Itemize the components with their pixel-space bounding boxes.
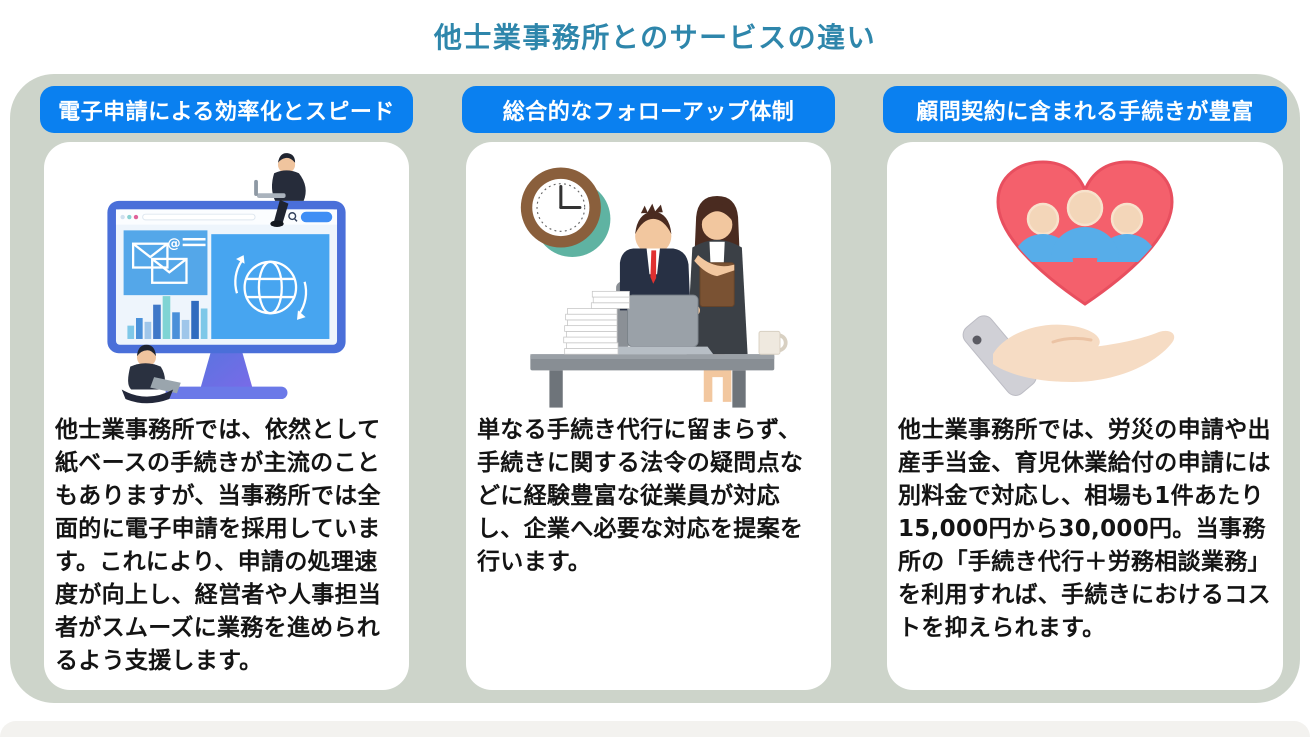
desk	[530, 354, 775, 408]
computer-monitor-illustration: @	[107, 153, 346, 404]
service-card-followup: 総合的なフォローアップ体制	[462, 86, 835, 690]
monitor-icon: @	[107, 200, 346, 354]
globe-sync-icon	[234, 260, 308, 315]
card-description: 他士業事務所では、労災の申請や出産手当金、育児休業給付の申請には別料金で対応し、…	[898, 417, 1271, 641]
card-header-chip: 顧問契約に含まれる手続きが豊富	[883, 86, 1287, 133]
advisory-illustration	[898, 142, 1272, 414]
heart-icon	[996, 160, 1174, 306]
monitor-stand	[199, 350, 254, 391]
card-body: 他士業事務所では、労災の申請や出産手当金、育児休業給付の申請には別料金で対応し、…	[887, 142, 1283, 690]
electronic-application-illustration: @	[55, 142, 398, 414]
globe-panel	[211, 234, 330, 339]
envelope-icon	[131, 242, 188, 284]
hand-heart-illustration	[962, 160, 1175, 396]
bottom-section-edge	[0, 721, 1310, 737]
card-body: @	[44, 142, 409, 690]
service-card-advisory-contract: 顧問契約に含まれる手続きが豊富	[883, 86, 1287, 690]
office-workers-illustration	[520, 167, 788, 408]
laptop-icon	[612, 294, 714, 355]
hand-icon	[962, 315, 1175, 396]
businessman-on-monitor	[254, 153, 306, 228]
card-header-chip: 電子申請による効率化とスピード	[40, 86, 413, 133]
search-icon	[288, 212, 298, 222]
man-with-laptop-sitting	[121, 344, 181, 404]
paper-stack	[563, 290, 630, 355]
card-header-chip: 総合的なフォローアップ体制	[462, 86, 835, 133]
card-body: 単なる手続き代行に留まらず、手続きに関する法令の疑問点などに経験豊富な従業員が対…	[466, 142, 831, 690]
followup-illustration	[477, 142, 820, 414]
clock-icon	[520, 167, 611, 258]
bar-chart-icon	[127, 296, 208, 339]
email-panel: @	[123, 230, 208, 296]
service-card-electronic-application: 電子申請による効率化とスピード	[40, 86, 413, 690]
mug-icon	[758, 330, 788, 355]
card-description: 単なる手続き代行に留まらず、手続きに関する法令の疑問点などに経験豊富な従業員が対…	[477, 417, 804, 575]
people-group-icon	[1013, 189, 1157, 262]
at-sign-icon: @	[167, 237, 180, 252]
card-description: 他士業事務所では、依然として紙ベースの手続きが主流のこともありますが、当事務所で…	[55, 417, 382, 674]
page-title: 他士業事務所とのサービスの違い	[433, 21, 877, 54]
